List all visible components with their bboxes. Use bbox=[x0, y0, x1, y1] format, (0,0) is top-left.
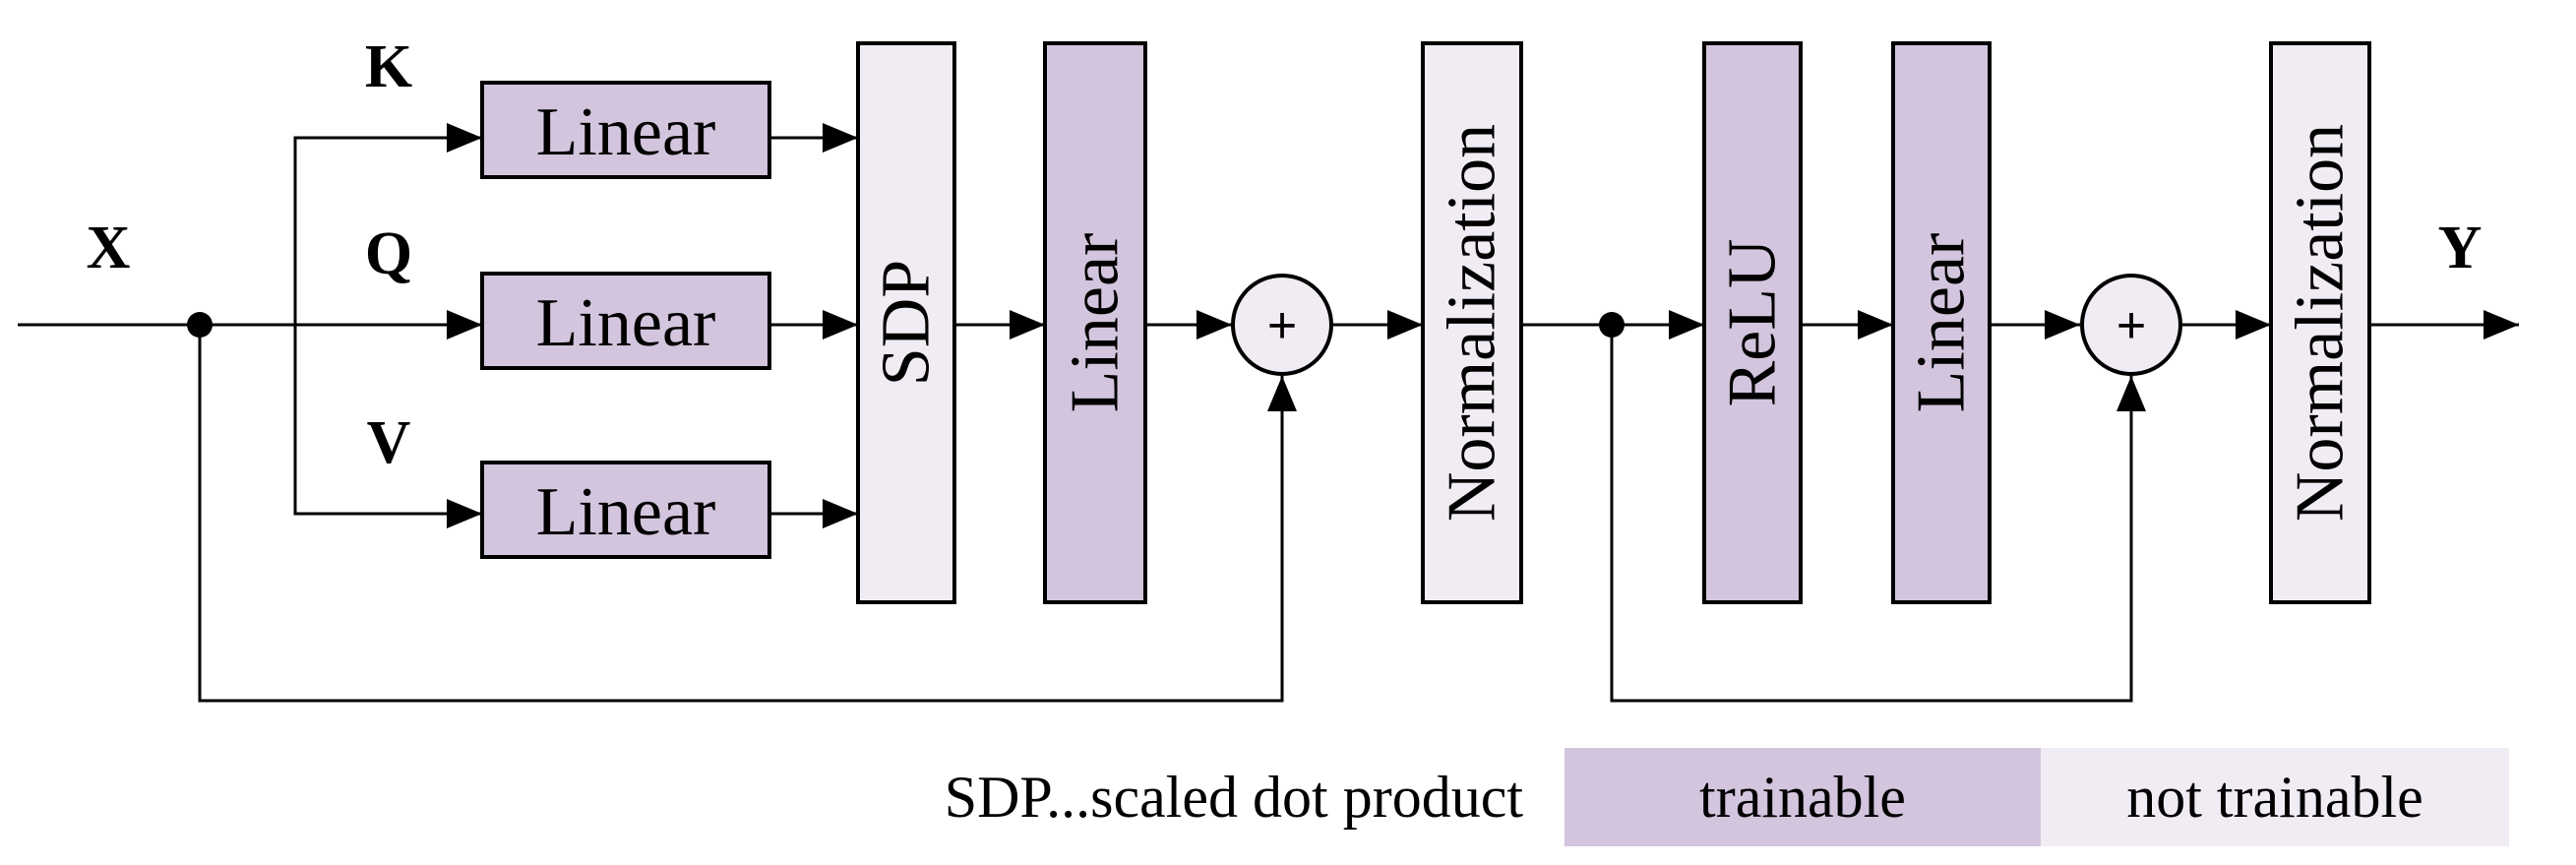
norm-2-block: Normalization bbox=[2269, 41, 2371, 604]
legend-sdp-note: SDP...scaled dot product bbox=[945, 765, 1524, 830]
linear-v-box bbox=[480, 461, 771, 559]
linear-ff-box bbox=[1891, 41, 1992, 604]
linear-attn-box bbox=[1043, 41, 1147, 604]
norm-1-label: Normalization bbox=[1435, 124, 1510, 522]
linear-ff-block: Linear bbox=[1891, 41, 1992, 604]
branch-k-line bbox=[293, 123, 482, 325]
label-v: V bbox=[367, 409, 411, 476]
norm-2-label: Normalization bbox=[2283, 124, 2359, 522]
legend-trainable-swatch bbox=[1564, 748, 2041, 846]
adder-1-circle bbox=[1231, 274, 1333, 376]
legend-not-trainable-label: not trainable bbox=[2126, 765, 2423, 830]
adder-2-circle bbox=[2080, 274, 2182, 376]
linear-q-block: Linear bbox=[480, 272, 771, 370]
adder-2: + bbox=[2080, 274, 2182, 376]
junction-dot-input bbox=[187, 312, 213, 338]
linear-q-box bbox=[480, 272, 771, 370]
relu-block: ReLU bbox=[1702, 41, 1803, 604]
residual-2-line bbox=[1610, 325, 2146, 703]
linear-v-block: Linear bbox=[480, 461, 771, 559]
legend-trainable-label: trainable bbox=[1699, 765, 1906, 830]
sdp-block: SDP bbox=[856, 41, 956, 604]
label-x: X bbox=[87, 215, 131, 281]
label-y: Y bbox=[2438, 215, 2483, 281]
adder-2-plus: + bbox=[2116, 297, 2146, 354]
linear-ff-label: Linear bbox=[1904, 233, 1980, 413]
linear-k-block: Linear bbox=[480, 81, 771, 179]
legend-not-trainable-swatch bbox=[2041, 748, 2509, 846]
norm-1-box bbox=[1421, 41, 1523, 604]
relu-box bbox=[1702, 41, 1803, 604]
norm-2-box bbox=[2269, 41, 2371, 604]
label-k: K bbox=[365, 33, 412, 100]
sdp-label: SDP bbox=[869, 260, 945, 386]
residual-1-line bbox=[198, 325, 1297, 703]
linear-attn-block: Linear bbox=[1043, 41, 1147, 604]
linear-v-label: Linear bbox=[536, 474, 716, 550]
linear-k-label: Linear bbox=[536, 94, 716, 170]
linear-k-box bbox=[480, 81, 771, 179]
norm-1-block: Normalization bbox=[1421, 41, 1523, 604]
linear-attn-label: Linear bbox=[1058, 233, 1134, 413]
label-q: Q bbox=[365, 220, 412, 287]
adder-1-plus: + bbox=[1267, 297, 1297, 354]
connectors bbox=[18, 123, 2519, 703]
junction-dot-ff bbox=[1599, 312, 1625, 338]
relu-label: ReLU bbox=[1715, 238, 1791, 406]
branch-v-line bbox=[293, 325, 482, 528]
sdp-box bbox=[856, 41, 956, 604]
adder-1: + bbox=[1231, 274, 1333, 376]
legend: SDP...scaled dot product trainable not t… bbox=[945, 748, 2509, 846]
linear-q-label: Linear bbox=[536, 285, 716, 361]
